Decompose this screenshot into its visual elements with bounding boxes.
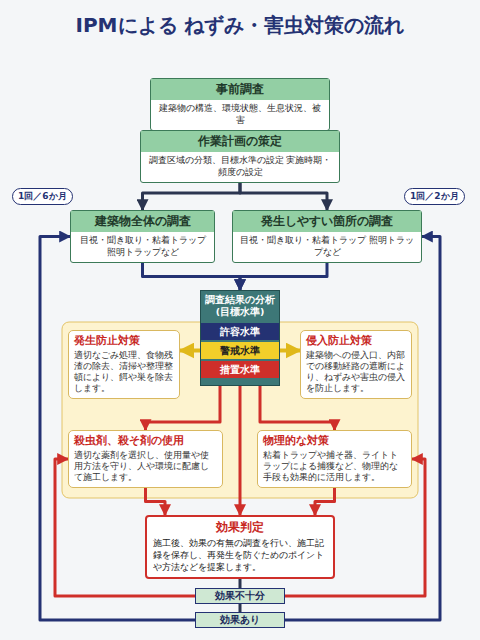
box-heading: 発生しやすい箇所の調査 [233,211,421,232]
box-heading: 効果あり [196,613,284,627]
level-band: 許容水準 [201,323,279,340]
survey-box: 事前調査建築物の構造、環境状態、生息状況、被害 [150,78,330,131]
flow-arrow [315,488,335,515]
box-body: 建築物への侵入口、内部での移動経路の遮断により、ねずみや害虫の侵入を防止します。 [306,350,406,394]
box-body: 目視・聞き取り・粘着トラップ 照明トラップなど [71,232,214,262]
box-heading: 事前調査 [151,79,329,100]
evaluation-box: 効果判定施工後、効果の有無の調査を行い、施工記録を保存し、再発生を防ぐためのポイ… [145,515,335,579]
box-body: 適切なごみ処理、食物残渣の除去、清掃や整理整頓により、餌や巣を除去します。 [74,350,174,394]
box-body: 調査区域の分類、目標水準の設定 実施時期・頻度の設定 [141,152,339,182]
box-heading: 侵入防止対策 [306,334,406,348]
result-band: 効果あり [195,612,285,628]
frequency-tag: 1回／2か月 [404,188,465,205]
box-body: 施工後、効果の有無の調査を行い、施工記録を保存し、再発生を防ぐためのポイントや方… [153,537,327,573]
flow-arrow [143,183,241,210]
survey-box: 発生しやすい箇所の調査目視・聞き取り・粘着トラップ 照明トラップなど [232,210,422,263]
measure-box: 物理的な対策粘着トラップや捕そ器、ライトトラップによる捕獲など、物理的な手段も効… [257,430,412,488]
box-body: 粘着トラップや捕そ器、ライトトラップによる捕獲など、物理的な手段も効果的に活用し… [263,450,406,483]
diagram-title: IPMによる ねずみ・害虫対策の流れ [40,12,440,38]
box-heading: 作業計画の策定 [141,131,339,152]
level-band: 警戒水準 [201,342,279,359]
frequency-tag: 1回／6か月 [12,188,73,205]
box-heading: 建築物全体の調査 [71,211,214,232]
box-heading: 調査結果の分析 (目標水準) [201,294,279,321]
flow-arrow [143,263,241,290]
level-band: 措置水準 [201,361,279,378]
analysis-column: 調査結果の分析 (目標水準) 許容水準警戒水準措置水準 [200,290,280,386]
flow-arrow [239,579,242,588]
flow-arrow [240,263,327,290]
box-heading: 措置水準 [201,361,279,378]
flow-arrow [240,183,327,210]
box-body: 目視・聞き取り・粘着トラップ 照明トラップなど [233,232,421,262]
box-heading: 効果判定 [153,520,327,535]
box-heading: 許容水準 [201,323,279,340]
flow-arrow [146,488,166,515]
survey-box: 建築物全体の調査目視・聞き取り・粘着トラップ 照明トラップなど [70,210,215,263]
box-heading: 発生防止対策 [74,334,174,348]
result-band: 効果不十分 [195,588,285,604]
measure-box: 殺虫剤、殺そ剤の使用適切な薬剤を選択し、使用量や使用方法を守り、人や環境に配慮し… [68,430,223,488]
flow-arrow [279,349,300,353]
box-heading: 物理的な対策 [263,434,406,448]
measure-box: 発生防止対策適切なごみ処理、食物残渣の除去、清掃や整理整頓により、餌や巣を除去し… [68,330,180,399]
flow-arrow [239,378,242,515]
box-heading: 警戒水準 [201,342,279,359]
measure-box: 侵入防止対策建築物への侵入口、内部での移動経路の遮断により、ねずみや害虫の侵入を… [300,330,412,399]
flow-arrow [180,349,201,353]
box-heading: 殺虫剤、殺そ剤の使用 [74,434,217,448]
box-body: 適切な薬剤を選択し、使用量や使用方法を守り、人や環境に配慮して施工します。 [74,450,217,483]
plan-box: 作業計画の策定調査区域の分類、目標水準の設定 実施時期・頻度の設定 [140,130,340,183]
box-body: 建築物の構造、環境状態、生息状況、被害 [151,100,329,130]
flow-arrow [239,604,242,612]
box-heading: 効果不十分 [196,589,284,603]
